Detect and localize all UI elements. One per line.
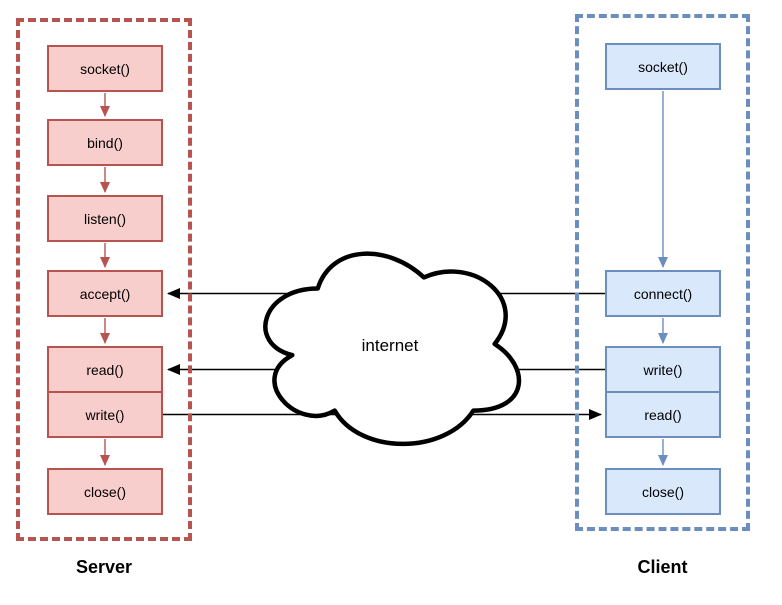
- cloud-shape: [263, 251, 522, 447]
- client-close-box: close(): [605, 468, 721, 515]
- server-socket-box: socket(): [47, 45, 163, 92]
- server-bind-box: bind(): [47, 119, 163, 166]
- client-lane-label: Client: [637, 557, 688, 577]
- client-connect-box: connect(): [605, 270, 721, 317]
- client-socket-box: socket(): [605, 43, 721, 90]
- server-lane-label: Server: [75, 557, 133, 577]
- cloud-label: internet: [362, 336, 419, 355]
- internet-cloud: [263, 251, 522, 447]
- server-accept-box: accept(): [47, 270, 163, 317]
- server-listen-box: listen(): [47, 195, 163, 242]
- server-lane-dashed-border: [16, 18, 192, 541]
- server-close-box: close(): [47, 468, 163, 515]
- client-lane-dashed-border: [575, 14, 750, 531]
- server-write-box: write(): [47, 391, 163, 438]
- server-read-box: read(): [47, 346, 163, 393]
- client-write-box: write(): [605, 346, 721, 393]
- client-read-box: read(): [605, 391, 721, 438]
